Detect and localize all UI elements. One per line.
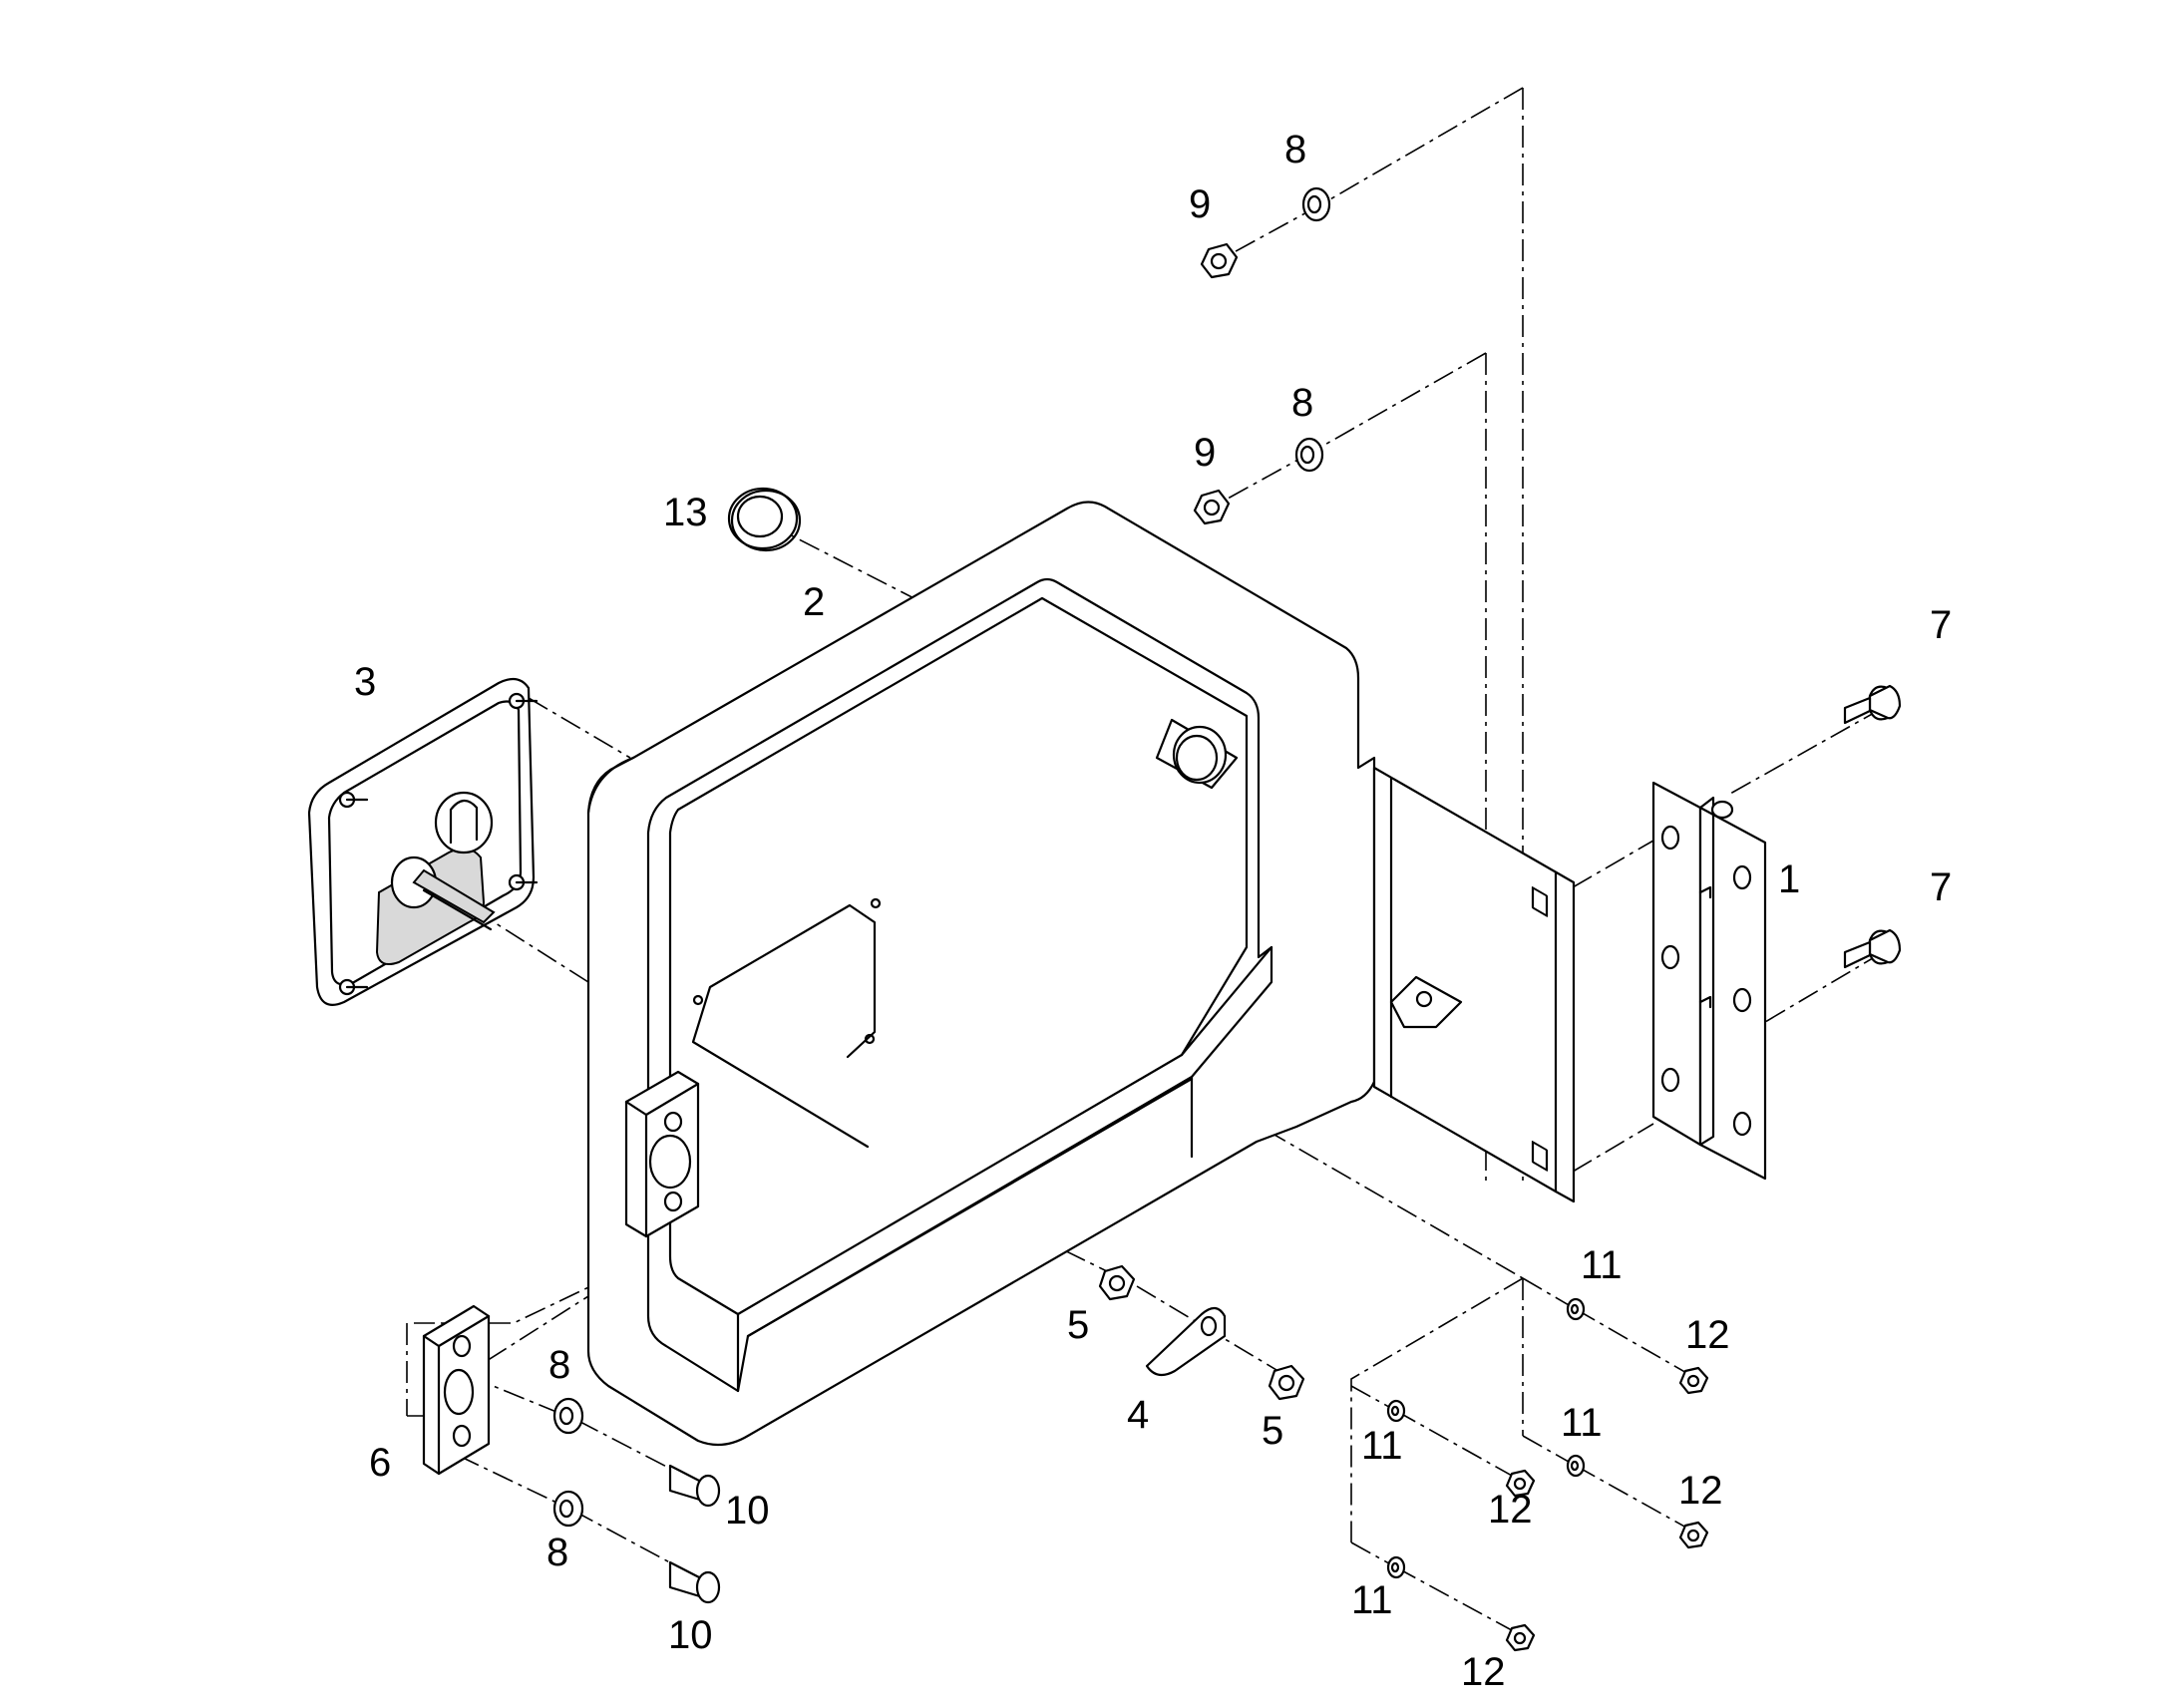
door-panel	[586, 501, 1576, 1447]
callout-5b: 5	[1262, 1409, 1283, 1453]
callout-labels: 1 2 3 4 5 5 6 7 7 8 8 8 8 9 9 10 10 11 1…	[354, 128, 1952, 1694]
callout-5a: 5	[1067, 1303, 1089, 1347]
callout-6: 6	[369, 1441, 391, 1485]
callout-8d: 8	[546, 1531, 568, 1574]
callout-1: 1	[1778, 857, 1800, 901]
hinge	[1651, 781, 1767, 1181]
washer-11-a	[1566, 1297, 1586, 1321]
callout-10b: 10	[668, 1613, 713, 1657]
callout-12b: 12	[1678, 1469, 1723, 1513]
callout-12a: 12	[1685, 1313, 1730, 1357]
callout-11c: 11	[1361, 1424, 1403, 1468]
washer-8-middle	[1294, 437, 1324, 473]
bolt-10-lower	[668, 1560, 721, 1604]
nut-5-right	[1268, 1364, 1305, 1401]
hinge-bolt-upper	[1843, 684, 1902, 725]
nut-12-a	[1678, 1366, 1709, 1395]
callout-11b: 11	[1561, 1401, 1603, 1445]
washer-11-b	[1566, 1454, 1586, 1478]
callout-12d: 12	[1461, 1650, 1506, 1694]
callout-8b: 8	[1291, 381, 1313, 425]
nut-12-d	[1505, 1623, 1536, 1652]
latch-assembly	[307, 677, 539, 1006]
callout-9a: 9	[1189, 182, 1211, 226]
nut-5-left	[1098, 1264, 1136, 1301]
callout-8a: 8	[1284, 128, 1306, 171]
callout-3: 3	[354, 660, 376, 704]
grommet	[727, 487, 802, 552]
callout-12c: 12	[1488, 1488, 1533, 1532]
callout-4: 4	[1127, 1393, 1149, 1437]
washer-11-d	[1386, 1555, 1406, 1579]
striker-plate	[422, 1304, 491, 1476]
callout-7a: 7	[1930, 603, 1952, 647]
callout-11d: 11	[1351, 1578, 1393, 1622]
hinge-bolt-lower	[1843, 928, 1902, 969]
callout-7b: 7	[1930, 865, 1952, 909]
washer-8-lower-a	[552, 1397, 584, 1435]
callout-2: 2	[803, 580, 825, 624]
callout-10a: 10	[725, 1489, 770, 1533]
callout-8c: 8	[548, 1343, 570, 1387]
nut-12-b	[1678, 1521, 1709, 1549]
callout-11a: 11	[1581, 1243, 1623, 1287]
bolt-10-upper	[668, 1464, 721, 1508]
nut-9-upper	[1200, 242, 1239, 279]
washer-8-lower-b	[552, 1490, 584, 1528]
nut-12-c	[1505, 1469, 1536, 1498]
callout-9b: 9	[1194, 431, 1216, 475]
callout-13: 13	[663, 491, 708, 534]
nut-9-middle	[1193, 489, 1231, 525]
washer-8-upper	[1301, 186, 1331, 222]
washer-11-c	[1386, 1399, 1406, 1423]
catch-plate	[1145, 1306, 1227, 1377]
